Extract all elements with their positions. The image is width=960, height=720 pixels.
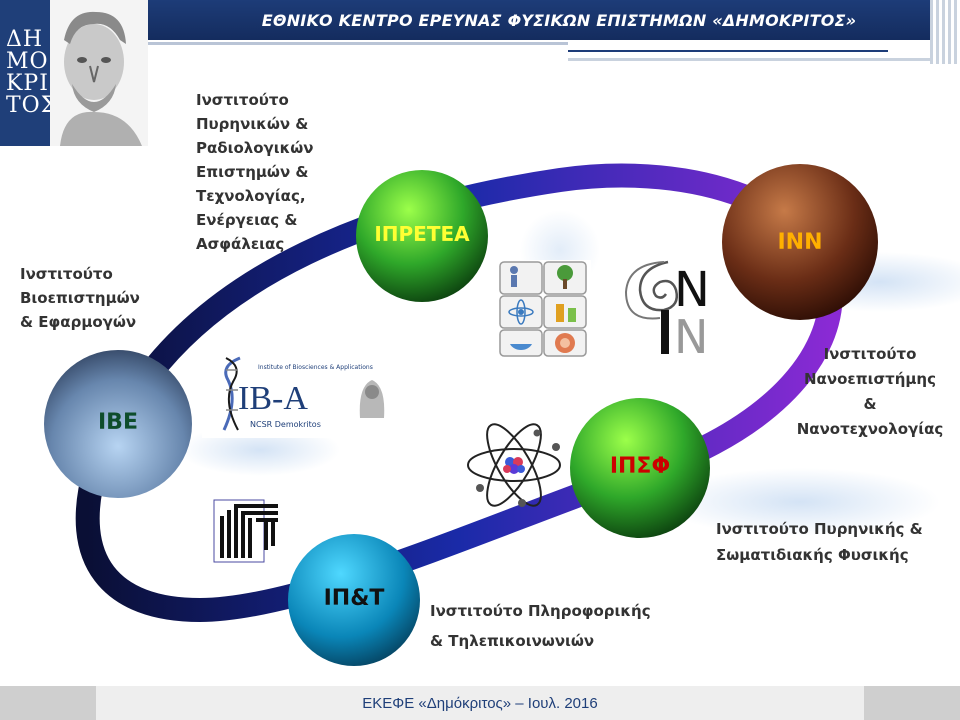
ipretea-name-line: Ραδιολογικών: [196, 139, 314, 157]
ipretea-name-line: Τεχνολογίας,: [196, 187, 306, 205]
svg-text:N: N: [674, 262, 710, 318]
inn-name: Ινστιτούτο Νανοεπιστήμης & Νανοτεχνολογί…: [780, 342, 960, 442]
ipretea-acronym: ΙΠΡΕΤΕΑ: [374, 222, 470, 246]
demokritos-logo: ΔΗ ΜΟ ΚΡΙ ΤΟΣ: [0, 0, 148, 146]
inn-name-line: Ινστιτούτο: [823, 345, 917, 363]
ipsf-acronym: ΙΠΣΦ: [609, 454, 671, 479]
ipt-name: Ινστιτούτο Πληροφορικής & Τηλεπικοινωνιώ…: [430, 596, 651, 656]
nano-nn-logo-icon: N N: [624, 260, 710, 364]
ibe-name-line: & Εφαρμογών: [20, 313, 137, 331]
ipretea-name-line: Ινστιτούτο: [196, 91, 289, 109]
ipretea-name-line: Πυρηνικών &: [196, 115, 309, 133]
ipt-acronym: ΙΠ&Τ: [323, 586, 385, 611]
footer-text: ΕΚΕΦΕ «Δημόκριτος» – Ιουλ. 2016: [362, 694, 598, 712]
header-title: ΕΘΝΙΚΟ ΚΕΝΤΡΟ ΕΡΕΥΝΑΣ ΦΥΣΙΚΩΝ ΕΠΙΣΤΗΜΩΝ …: [261, 10, 857, 30]
ipt-circle[interactable]: [288, 534, 420, 666]
democritus-bust-icon: [50, 0, 148, 146]
header-stripes: [930, 0, 960, 64]
inn-acronym: ΙΝΝ: [777, 230, 823, 255]
header-rule: [148, 42, 568, 45]
ipsf-name-line: Σωματιδιακής Φυσικής: [716, 546, 909, 564]
ipt-name-line: & Τηλεπικοινωνιών: [430, 632, 595, 650]
logo-letter: ΤΟΣ: [6, 93, 58, 118]
ipretea-name-line: Ασφάλειας: [196, 235, 285, 253]
ipretea-circle[interactable]: [356, 170, 488, 302]
ipretea-name-line: Ενέργειας &: [196, 211, 298, 229]
logo-letters: ΔΗ ΜΟ ΚΡΙ ΤΟΣ: [0, 0, 58, 146]
iba-logo-bottom-text: NCSR Demokritos: [250, 420, 321, 429]
ipretea-name-line: Επιστημών &: [196, 163, 309, 181]
ibe-name-line: Βιοεπιστημών: [20, 289, 140, 307]
iba-logo-icon: [202, 356, 392, 438]
inn-name-line: Νανοτεχνολογίας: [796, 420, 944, 438]
ibe-name-line: Ινστιτούτο: [20, 265, 113, 283]
ipretea-name: Ινστιτούτο Πυρηνικών & Ραδιολογικών Επισ…: [196, 88, 314, 256]
header-rule: [568, 58, 930, 61]
ipsf-circle[interactable]: [570, 398, 710, 538]
puzzle-icon: [497, 260, 591, 357]
atom-icon: [467, 423, 561, 507]
logo-letter: ΚΡΙ: [6, 71, 49, 96]
header-rule: [568, 50, 888, 52]
ipt-name-line: Ινστιτούτο Πληροφορικής: [430, 602, 651, 620]
ibe-name: Ινστιτούτο Βιοεπιστημών & Εφαρμογών: [20, 262, 140, 334]
ipsf-name: Ινστιτούτο Πυρηνικής & Σωματιδιακής Φυσι…: [716, 516, 923, 568]
inn-name-line: &: [863, 395, 877, 413]
footer: ΕΚΕΦΕ «Δημόκριτος» – Ιουλ. 2016: [96, 686, 864, 720]
header-bar: ΕΘΝΙΚΟ ΚΕΝΤΡΟ ΕΡΕΥΝΑΣ ΦΥΣΙΚΩΝ ΕΠΙΣΤΗΜΩΝ …: [148, 0, 930, 40]
iba-logo-main-text: IB-A: [238, 380, 308, 417]
ipt-logo-icon: [213, 499, 278, 563]
background-swoosh: [660, 468, 940, 536]
inn-circle[interactable]: [722, 164, 878, 320]
logo-letter: ΔΗ: [6, 27, 44, 52]
svg-text:N: N: [674, 310, 708, 364]
ibe-circle[interactable]: [44, 350, 192, 498]
iba-logo-top-text: Institute of Biosciences & Applications: [258, 364, 373, 371]
logo-letter: ΜΟ: [6, 49, 49, 74]
inn-name-line: Νανοεπιστήμης: [804, 370, 936, 388]
ipsf-name-line: Ινστιτούτο Πυρηνικής &: [716, 520, 923, 538]
ibe-acronym: ΙΒΕ: [98, 410, 138, 435]
